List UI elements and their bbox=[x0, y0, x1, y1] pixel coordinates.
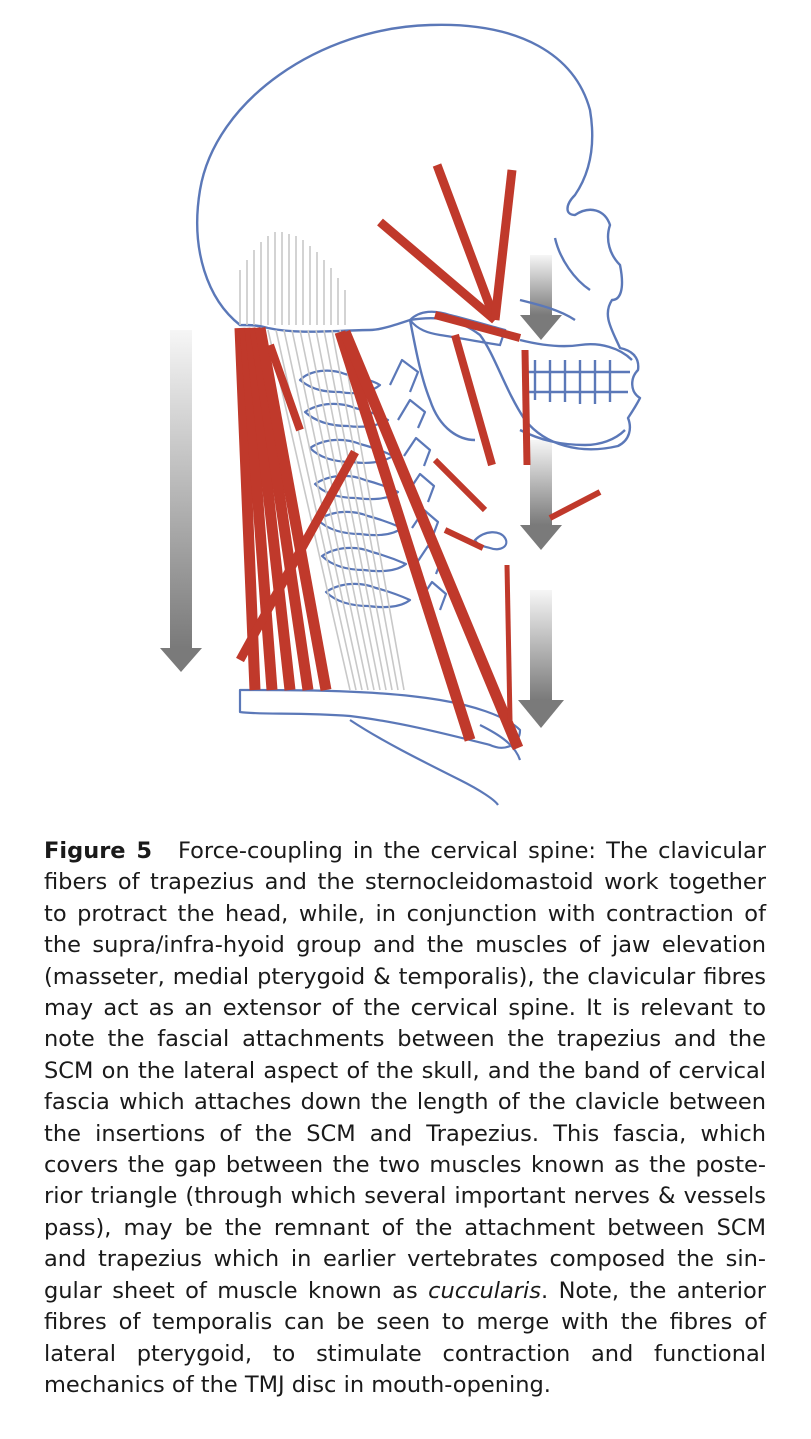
caption-text: Force-coupling in the cervical spine: Th… bbox=[44, 838, 766, 1304]
force-arrow-jaw bbox=[520, 255, 562, 340]
force-arrow-anterior bbox=[518, 590, 564, 728]
anatomy-figure bbox=[0, 0, 811, 820]
suprahyoid-fibre bbox=[550, 492, 600, 518]
caption-italic-term: cuccularis bbox=[428, 1278, 541, 1304]
suprahyoid-fibre bbox=[435, 460, 485, 510]
figure-label: Figure 5 bbox=[44, 838, 152, 864]
infrahyoid-fibre bbox=[507, 565, 510, 720]
medial-pterygoid-fibre bbox=[525, 350, 527, 465]
temporalis-fibre bbox=[495, 170, 512, 320]
masseter-fibre bbox=[455, 335, 492, 465]
force-arrow-posterior bbox=[160, 330, 202, 672]
clavicle-outline bbox=[240, 690, 520, 805]
